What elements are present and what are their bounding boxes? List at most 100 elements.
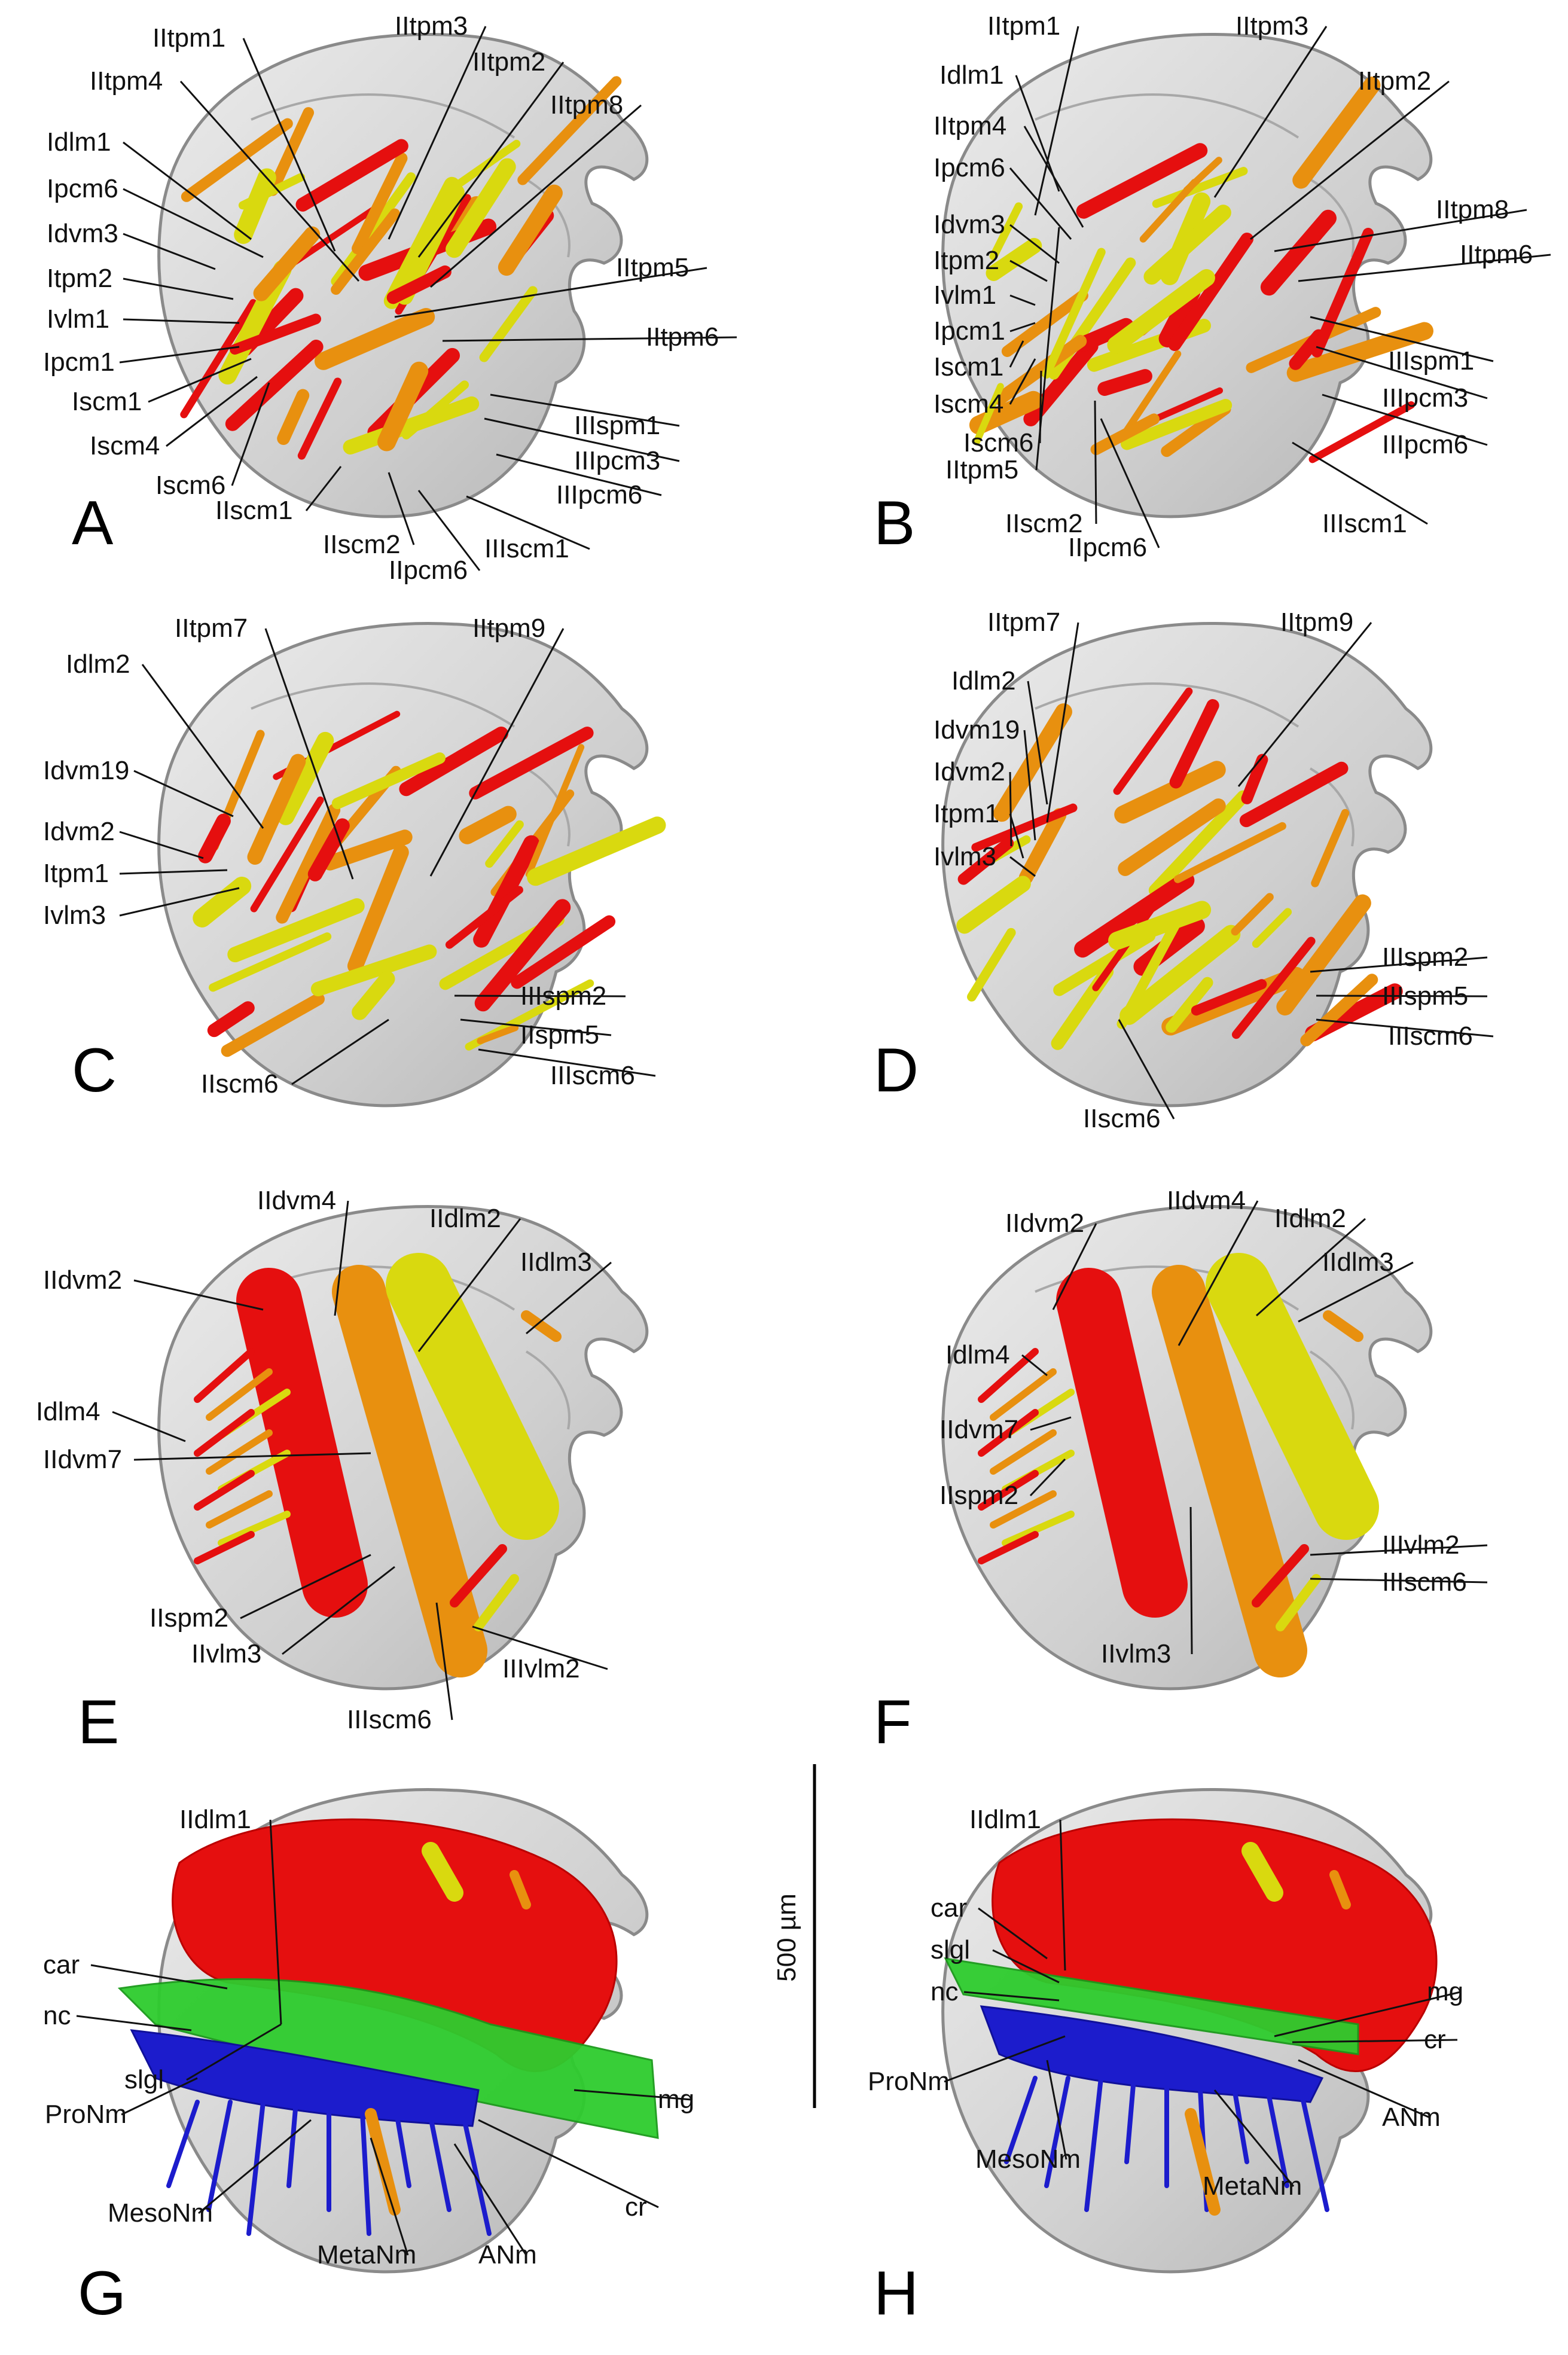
muscle-strip (1311, 809, 1350, 887)
muscle-strip (1118, 798, 1226, 876)
nerve (246, 2100, 266, 2236)
muscle-strip (1097, 369, 1152, 396)
leader-line (1298, 1261, 1414, 1323)
structure-label: IIIscm6 (347, 1705, 432, 1734)
dorsoventral-muscle (332, 1265, 487, 1677)
leader-line (484, 417, 680, 462)
structure-label: Iscm1 (934, 352, 1003, 382)
structure-label: IIIpcm6 (556, 480, 642, 510)
muscle-strip (479, 286, 538, 362)
muscle-strip (247, 754, 306, 865)
structure-label: IItpm3 (1236, 11, 1308, 41)
structure-label: Idlm4 (945, 1340, 1010, 1369)
structure-label: IItpm2 (472, 47, 545, 77)
muscle-strip (989, 202, 1023, 261)
muscle-strip (181, 118, 293, 202)
muscle-strip (1123, 350, 1182, 435)
muscle-strip (1276, 1574, 1321, 1631)
leader-line (141, 664, 264, 829)
muscle-strip (1090, 413, 1160, 455)
leader-line (394, 267, 707, 318)
structure-label: IIIscm1 (484, 534, 569, 563)
leader-line (1035, 227, 1060, 471)
muscle-strip (1231, 893, 1274, 936)
structure-label: IItpm7 (175, 614, 248, 643)
leader-line (1274, 1991, 1461, 2037)
structure-label: MetaNm (1203, 2171, 1302, 2201)
structure-label: IIdlm3 (1322, 1247, 1394, 1277)
muscle-strip (1042, 248, 1106, 379)
leader-line (1009, 771, 1012, 847)
muscle-strip (1308, 401, 1416, 463)
structure-label: car (931, 1893, 967, 1923)
leader-line (119, 869, 228, 875)
muscle-strip (198, 813, 231, 864)
leader-line (264, 628, 354, 880)
leader-line (1274, 209, 1527, 252)
muscle-strip (459, 806, 517, 844)
nerve (458, 2100, 492, 2236)
structure-label: Ipcm6 (934, 153, 1005, 182)
structure-label: IItpm5 (616, 253, 689, 282)
structure-label: IIIscm1 (1322, 509, 1407, 538)
muscle-strip (193, 876, 252, 928)
structure-label: IItpm3 (395, 11, 468, 41)
muscle-strip (331, 208, 400, 295)
structure-label: car (43, 1950, 80, 1979)
thorax-cuticle (941, 33, 1433, 518)
muscle-strip (206, 1490, 273, 1529)
structure-label: IItpm2 (1358, 66, 1431, 96)
structure-label: IIIspm2 (520, 981, 606, 1011)
structure-label: Idlm2 (66, 649, 130, 679)
leader-line (417, 490, 481, 571)
leader-line (1316, 346, 1488, 399)
cuticle-ridge (525, 1350, 571, 1430)
muscle-strip (521, 1310, 562, 1342)
structure-label: IIscm2 (323, 530, 401, 559)
leader-line (1034, 26, 1079, 216)
structure-label: IIscm2 (1005, 509, 1083, 538)
leader-line (992, 1949, 1060, 1984)
structure-label: IIdlm2 (1274, 1204, 1346, 1233)
muscle-strip (1107, 269, 1215, 354)
leader-line (1310, 956, 1488, 973)
muscle-strip (1148, 790, 1250, 897)
structure-label: IIscm6 (1083, 1104, 1161, 1133)
structure-label: IIspm2 (939, 1481, 1018, 1510)
structure-label: IIpcm6 (1068, 533, 1147, 562)
structure-label: IIIspm2 (1382, 942, 1468, 972)
panel-letter: F (874, 1688, 912, 1757)
muscle-strip (310, 944, 437, 996)
leader-line (1118, 1019, 1175, 1119)
muscle-strip (230, 313, 322, 355)
structure-label: Idlm4 (36, 1397, 100, 1426)
muscle-strip (297, 377, 342, 460)
structure-label: IItpm9 (472, 614, 545, 643)
muscle-strip (993, 703, 1072, 822)
muscle-strip (1191, 979, 1267, 1016)
leader-line (112, 1411, 186, 1442)
leader-line (166, 376, 258, 447)
panel-e: IIdvm4IIdlm2IIdvm2IIdlm3Idlm4IIdvm7IIspm… (36, 1186, 649, 1757)
dorsoventral-muscle (1056, 1268, 1188, 1618)
nerve (166, 2100, 200, 2188)
leader-line (490, 393, 680, 427)
structure-label: Ivlm3 (43, 901, 106, 930)
muscle-strip (474, 899, 571, 1012)
muscle-strip (209, 932, 332, 992)
leader-line (944, 2035, 1066, 2083)
leader-line (526, 1261, 612, 1335)
leader-line (1052, 1223, 1097, 1310)
muscle-strip (267, 107, 315, 196)
structure-label: IIdlm1 (179, 1805, 251, 1834)
structure-label: slgl (931, 1935, 970, 1964)
structure-label: Itpm2 (47, 264, 112, 293)
muscle-strip (978, 1409, 1039, 1457)
nerve (286, 2100, 298, 2188)
muscle-strip (1161, 403, 1231, 457)
leader-line (121, 2077, 198, 2116)
leader-line (478, 2119, 659, 2208)
